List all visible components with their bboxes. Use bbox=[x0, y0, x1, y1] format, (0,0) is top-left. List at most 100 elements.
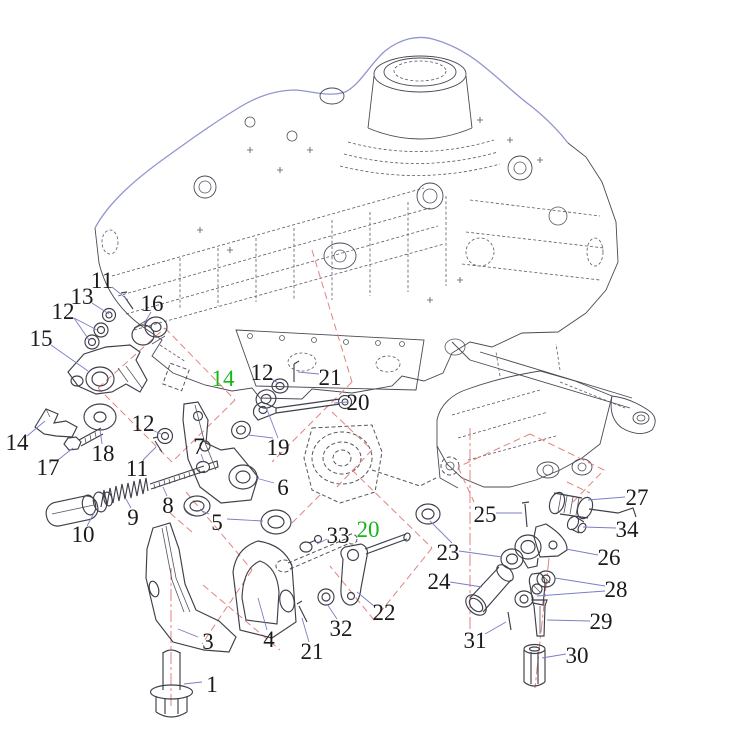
leader-line-5-20-0 bbox=[226, 518, 264, 522]
callout-label-21-16: 21 bbox=[319, 365, 342, 390]
leader-line-1-25-0 bbox=[183, 681, 203, 685]
callout-label-7-13: 7 bbox=[193, 434, 205, 459]
callout-label-33-21: 33 bbox=[327, 523, 350, 548]
part-pin-11a bbox=[120, 291, 134, 310]
callout-label-16-3: 16 bbox=[141, 291, 164, 316]
leader-line-15-4-0 bbox=[50, 344, 89, 372]
part-clamp-4 bbox=[232, 540, 297, 639]
part-washer-18 bbox=[83, 403, 117, 431]
part-washers-23 bbox=[415, 503, 524, 570]
leader-line-24-34-0 bbox=[449, 581, 483, 588]
callout-label-31-37: 31 bbox=[464, 628, 487, 653]
leader-line-13-1-0 bbox=[91, 302, 110, 315]
callout-label-14-highlight-14: 14 bbox=[212, 366, 236, 391]
engine-break-boundary bbox=[94, 36, 569, 229]
callout-label-12-8: 12 bbox=[132, 411, 155, 436]
part-cam-plate-22 bbox=[340, 532, 411, 606]
part-pin-31 bbox=[507, 611, 512, 631]
callout-label-17-6: 17 bbox=[37, 455, 60, 480]
leader-line-23-32-1 bbox=[458, 550, 503, 558]
part-threaded-rod-8 bbox=[149, 465, 206, 490]
callout-label-18-7: 18 bbox=[92, 441, 115, 466]
part-bushing-5a bbox=[183, 495, 211, 517]
leader-line-12-2-1 bbox=[73, 317, 90, 341]
leader-line-32-27-0 bbox=[326, 603, 338, 620]
callout-label-15-4: 15 bbox=[30, 326, 53, 351]
leader-line-22-28-0 bbox=[356, 591, 375, 607]
engine-assembly-drawing bbox=[94, 36, 619, 400]
callout-label-34-31: 34 bbox=[616, 517, 640, 542]
callout-label-12-15: 12 bbox=[251, 360, 274, 385]
callout-label-21-26: 21 bbox=[301, 639, 324, 664]
leader-line-21-16-0 bbox=[297, 371, 320, 375]
leader-line-10-11-0 bbox=[86, 512, 95, 527]
leader-line-9-10-0 bbox=[125, 498, 132, 509]
leader-line-16-3-0 bbox=[143, 311, 152, 325]
callout-label-4-24: 4 bbox=[263, 627, 275, 652]
leader-line-5-20-1 bbox=[199, 509, 210, 515]
leader-line-12-15-0 bbox=[269, 377, 279, 384]
callout-label-5-20: 5 bbox=[211, 510, 223, 535]
leader-line-7-13-0 bbox=[200, 453, 205, 463]
callout-label-30-38: 30 bbox=[566, 643, 589, 668]
leader-line-11-0-0 bbox=[111, 286, 129, 301]
part-bracket-15 bbox=[67, 344, 148, 395]
part-grease-fitting-33 bbox=[299, 534, 323, 553]
part-cap-5b bbox=[260, 509, 292, 535]
part-pin-25 bbox=[521, 501, 530, 528]
part-pin-11b bbox=[152, 436, 163, 453]
callout-label-20-highlight-22: 20 bbox=[357, 517, 380, 542]
leader-line-3-23-0 bbox=[177, 628, 199, 638]
callout-label-11-9: 11 bbox=[126, 456, 148, 481]
callout-label-11-0: 11 bbox=[91, 268, 113, 293]
part-boss-16 bbox=[131, 316, 168, 346]
leader-line-11-9-0 bbox=[142, 446, 157, 461]
part-bolt-7 bbox=[195, 460, 219, 474]
leader-line-27-30-0 bbox=[587, 496, 626, 501]
part-pin-21b bbox=[296, 600, 308, 623]
callout-label-28-35: 28 bbox=[605, 577, 628, 602]
leader-line-8-12-0 bbox=[162, 486, 168, 497]
callout-label-24-34: 24 bbox=[428, 569, 452, 594]
part-washer-12b bbox=[156, 427, 174, 445]
part-plunger-10 bbox=[45, 491, 113, 527]
leader-line-33-21-0 bbox=[316, 538, 328, 545]
part-hex-spacer-30 bbox=[523, 643, 546, 687]
part-spring-9 bbox=[100, 477, 149, 508]
callout-label-10-11: 10 bbox=[72, 522, 95, 547]
leader-lines bbox=[26, 286, 626, 685]
callout-label-13-1: 13 bbox=[71, 284, 94, 309]
part-pin-21a bbox=[293, 360, 300, 382]
leader-line-18-7-0 bbox=[99, 429, 103, 445]
leader-line-21-26-0 bbox=[301, 617, 310, 643]
mount-bracket-drawing bbox=[436, 341, 656, 489]
leader-line-12-8-0 bbox=[149, 428, 162, 435]
callout-label-19-18: 19 bbox=[267, 435, 290, 460]
leader-line-12-2-0 bbox=[73, 317, 98, 331]
callout-label-6-19: 6 bbox=[277, 475, 289, 500]
callout-label-3-23: 3 bbox=[202, 629, 214, 654]
callout-label-27-30: 27 bbox=[626, 485, 649, 510]
callout-label-32-27: 32 bbox=[330, 616, 353, 641]
leader-line-23-32-0 bbox=[429, 520, 453, 544]
part-lever-26 bbox=[514, 523, 568, 569]
leader-line-30-38-0 bbox=[541, 653, 567, 659]
callout-label-8-12: 8 bbox=[162, 493, 174, 518]
callout-label-1-25: 1 bbox=[206, 672, 218, 697]
callout-label-26-33: 26 bbox=[598, 545, 621, 570]
callout-label-23-32: 23 bbox=[437, 540, 460, 565]
part-lever-3 bbox=[145, 522, 237, 653]
part-bushing-34 bbox=[566, 515, 587, 534]
leader-line-6-19-0 bbox=[255, 477, 275, 484]
part-guide-arm-6 bbox=[182, 401, 259, 504]
leader-line-29-36-0 bbox=[546, 619, 591, 622]
shift-shaft-housing-ghost bbox=[303, 424, 437, 504]
part-washer-12c bbox=[271, 378, 289, 394]
callout-label-14-5: 14 bbox=[6, 430, 30, 455]
part-flange-bolt-1 bbox=[149, 649, 194, 718]
callout-label-20-17: 20 bbox=[347, 390, 370, 415]
leader-line-28-35-0 bbox=[554, 577, 606, 587]
